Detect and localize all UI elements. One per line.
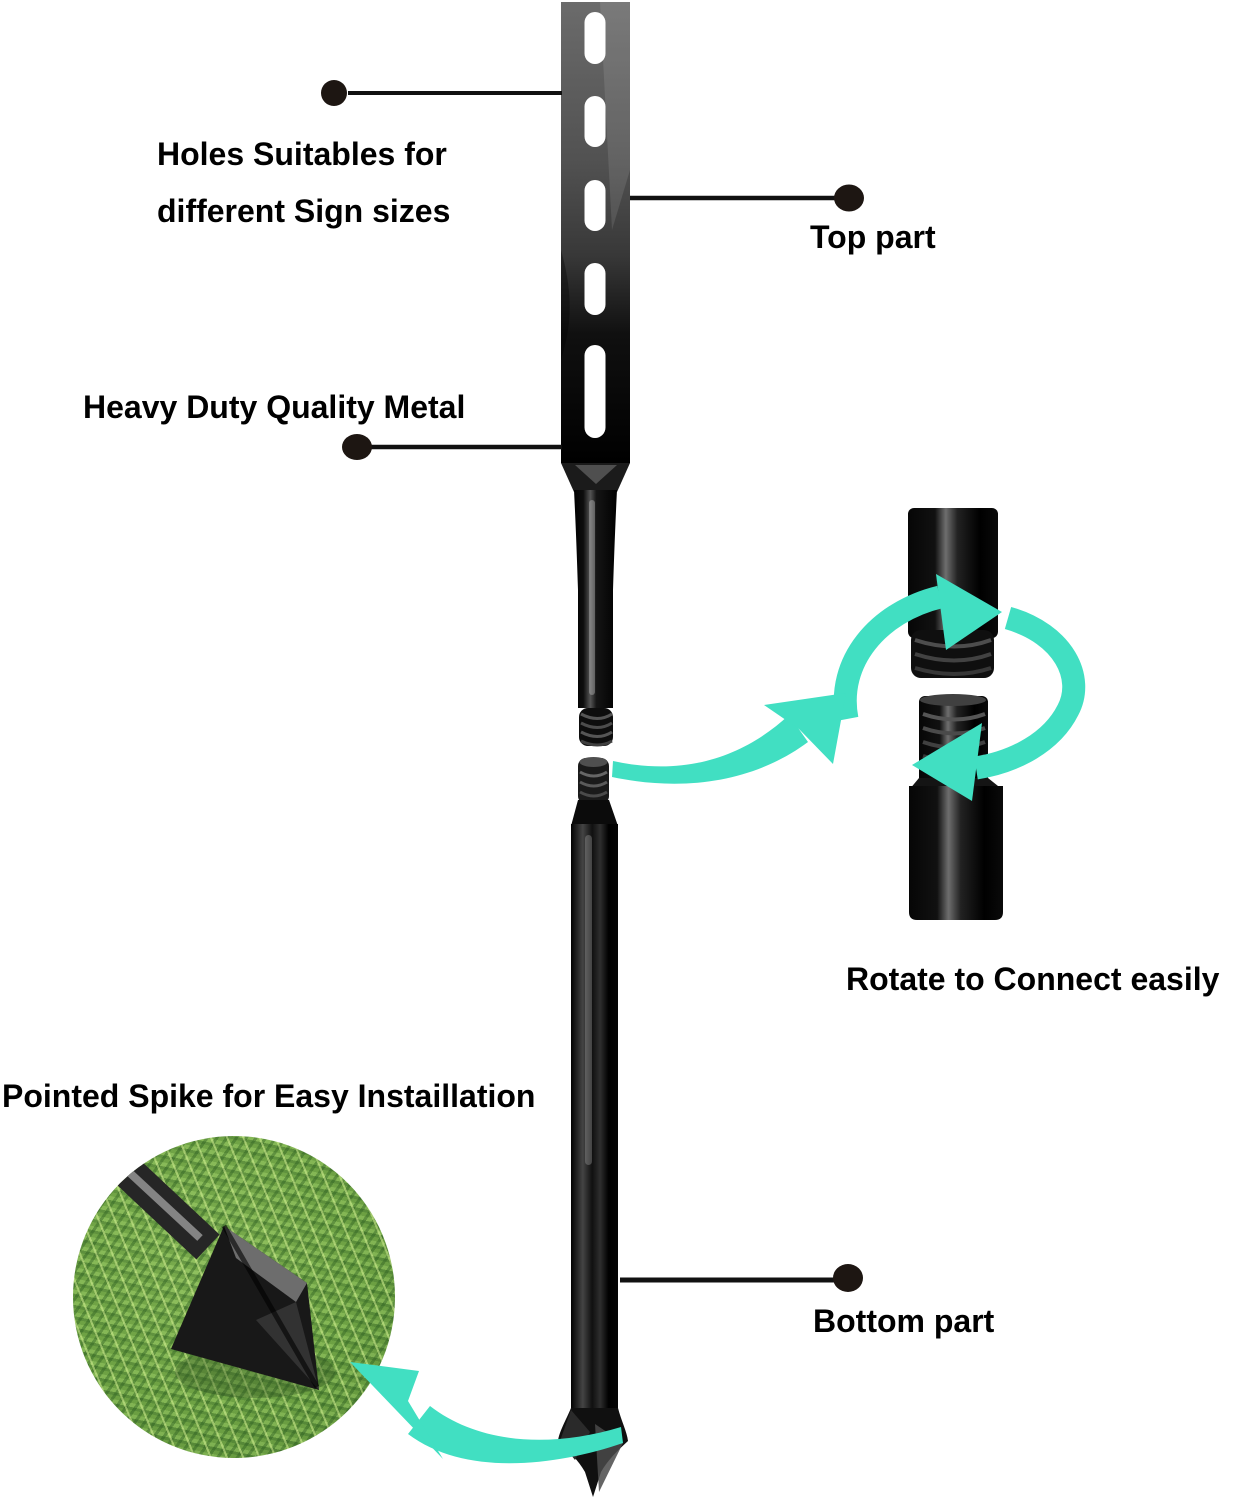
spike-arrow-body (408, 1406, 623, 1464)
callout-dot-top-part (834, 184, 864, 212)
thread-ridge (580, 721, 613, 729)
lower-pole (571, 824, 618, 1410)
lower-pole-glint (585, 835, 592, 1165)
upper-pole-glint (589, 500, 595, 695)
spike-arrowhead (350, 1362, 443, 1459)
connector-lower-cylinder (909, 786, 1003, 920)
connector-upper-threads (911, 630, 994, 678)
rotate-arrowhead-bottom (912, 723, 982, 801)
connect-arrow-icon (612, 693, 846, 784)
photo-rod-glint (87, 1136, 203, 1241)
callout-label-top-part: Top part (810, 219, 936, 255)
photo-blade-ridge (221, 1224, 320, 1389)
callout-label-pointed-spike: Pointed Spike for Easy Instaillation (2, 1078, 536, 1114)
rotate-arc-bottom (973, 606, 1086, 780)
stud-cap-highlight (579, 757, 608, 767)
strap-shadow-blob (561, 250, 570, 360)
thread-ridge (580, 712, 613, 720)
spike-photo-graphic (84, 1136, 335, 1398)
callout-label-bottom-part: Bottom part (813, 1303, 995, 1339)
upper-pole (574, 490, 617, 708)
rotate-arrowhead-top (936, 574, 1002, 650)
pole-shoulder (571, 800, 618, 826)
connect-arrow-body (612, 715, 808, 784)
photo-blade-glint (224, 1226, 307, 1302)
transition-highlight (575, 465, 617, 484)
stud-cap-highlight (920, 694, 986, 706)
callout-label-heavy-duty: Heavy Duty Quality Metal (83, 389, 466, 425)
callout-label-holes: Holes Suitables for different Sign sizes (157, 126, 450, 240)
thread-ridge (914, 666, 992, 676)
mounting-hole (584, 180, 606, 231)
callout-lines (321, 80, 864, 1292)
thread-ridge (580, 739, 613, 747)
mounting-hole (584, 263, 606, 315)
callout-dot-holes (321, 80, 347, 106)
strap-gloss (600, 2, 630, 230)
connect-arrowhead (764, 693, 846, 764)
thread-ridge (914, 638, 992, 649)
callout-dot-heavy-duty (342, 434, 372, 460)
thread-ridge (579, 790, 608, 798)
callout-label-holes-line1: Holes Suitables for (157, 136, 447, 172)
connector-detail-graphic (908, 508, 1003, 920)
callout-label-rotate: Rotate to Connect easily (846, 961, 1220, 997)
top-part-graphic (561, 2, 630, 747)
rotate-arrows-icon (833, 574, 1086, 801)
thread-ridge (579, 770, 608, 778)
spike-arrow-icon (350, 1362, 623, 1464)
thread-ridge (579, 780, 608, 788)
lower-threaded-stud (578, 758, 609, 804)
bottom-part-graphic (558, 757, 628, 1497)
thread-ridge (914, 652, 992, 663)
rotate-arc-top (833, 585, 944, 722)
callout-label-holes-line2: different Sign sizes (157, 193, 451, 229)
mounting-hole (584, 96, 606, 147)
mounting-hole-long (584, 345, 606, 438)
thread-ridge (922, 712, 986, 722)
mounting-hole (584, 12, 606, 64)
thread-ridge (580, 730, 613, 738)
callout-dot-bottom-part (833, 1264, 863, 1292)
